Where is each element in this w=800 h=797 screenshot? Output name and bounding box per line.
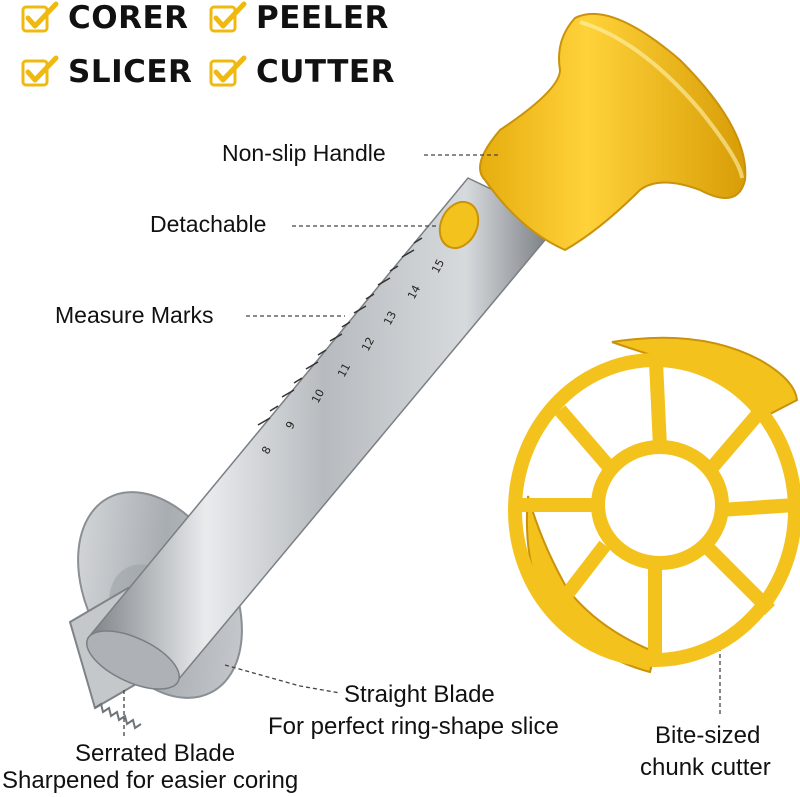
scale-number: 12 <box>359 335 377 353</box>
measure-mark-ticks <box>257 237 423 426</box>
detachable-label: Detachable <box>150 211 267 237</box>
checkmark-icon <box>209 55 247 87</box>
straight-blade-desc: For perfect ring-shape slice <box>268 713 559 740</box>
chunk-cutter <box>508 336 800 674</box>
checkmark-icon <box>209 1 247 33</box>
measure-mark-numbers: 8 9 10 11 12 13 14 15 <box>259 257 447 456</box>
feature-slicer: SLICER <box>20 54 192 90</box>
handle-label: Non-slip Handle <box>222 140 386 166</box>
feature-label: SLICER <box>68 54 193 90</box>
scale-number: 10 <box>309 387 327 405</box>
scale-number: 13 <box>381 309 399 327</box>
feature-corer: CORER <box>20 0 189 36</box>
measure-marks-label: Measure Marks <box>55 302 214 328</box>
steel-shaft <box>85 177 562 690</box>
scale-number: 15 <box>429 257 447 275</box>
serrated-blade-title: Serrated Blade <box>75 740 236 767</box>
checkmark-icon <box>21 55 59 87</box>
detachable-button <box>438 200 480 250</box>
feature-label: PEELER <box>256 0 389 36</box>
feature-peeler: PEELER <box>208 0 389 36</box>
checkmark-icon <box>21 1 59 33</box>
callout-lines <box>123 154 721 738</box>
scale-number: 11 <box>335 361 353 379</box>
serrated-blade-desc: Sharpened for easier coring <box>2 767 299 794</box>
feature-label: CUTTER <box>256 54 395 90</box>
cutter-label-line2: chunk cutter <box>640 754 771 781</box>
scale-number: 14 <box>405 283 423 301</box>
cutter-label-line1: Bite-sized <box>655 722 761 749</box>
feature-label: CORER <box>68 0 189 36</box>
feature-cutter: CUTTER <box>208 54 395 90</box>
non-slip-handle <box>479 12 747 252</box>
straight-blade-title: Straight Blade <box>344 681 495 708</box>
